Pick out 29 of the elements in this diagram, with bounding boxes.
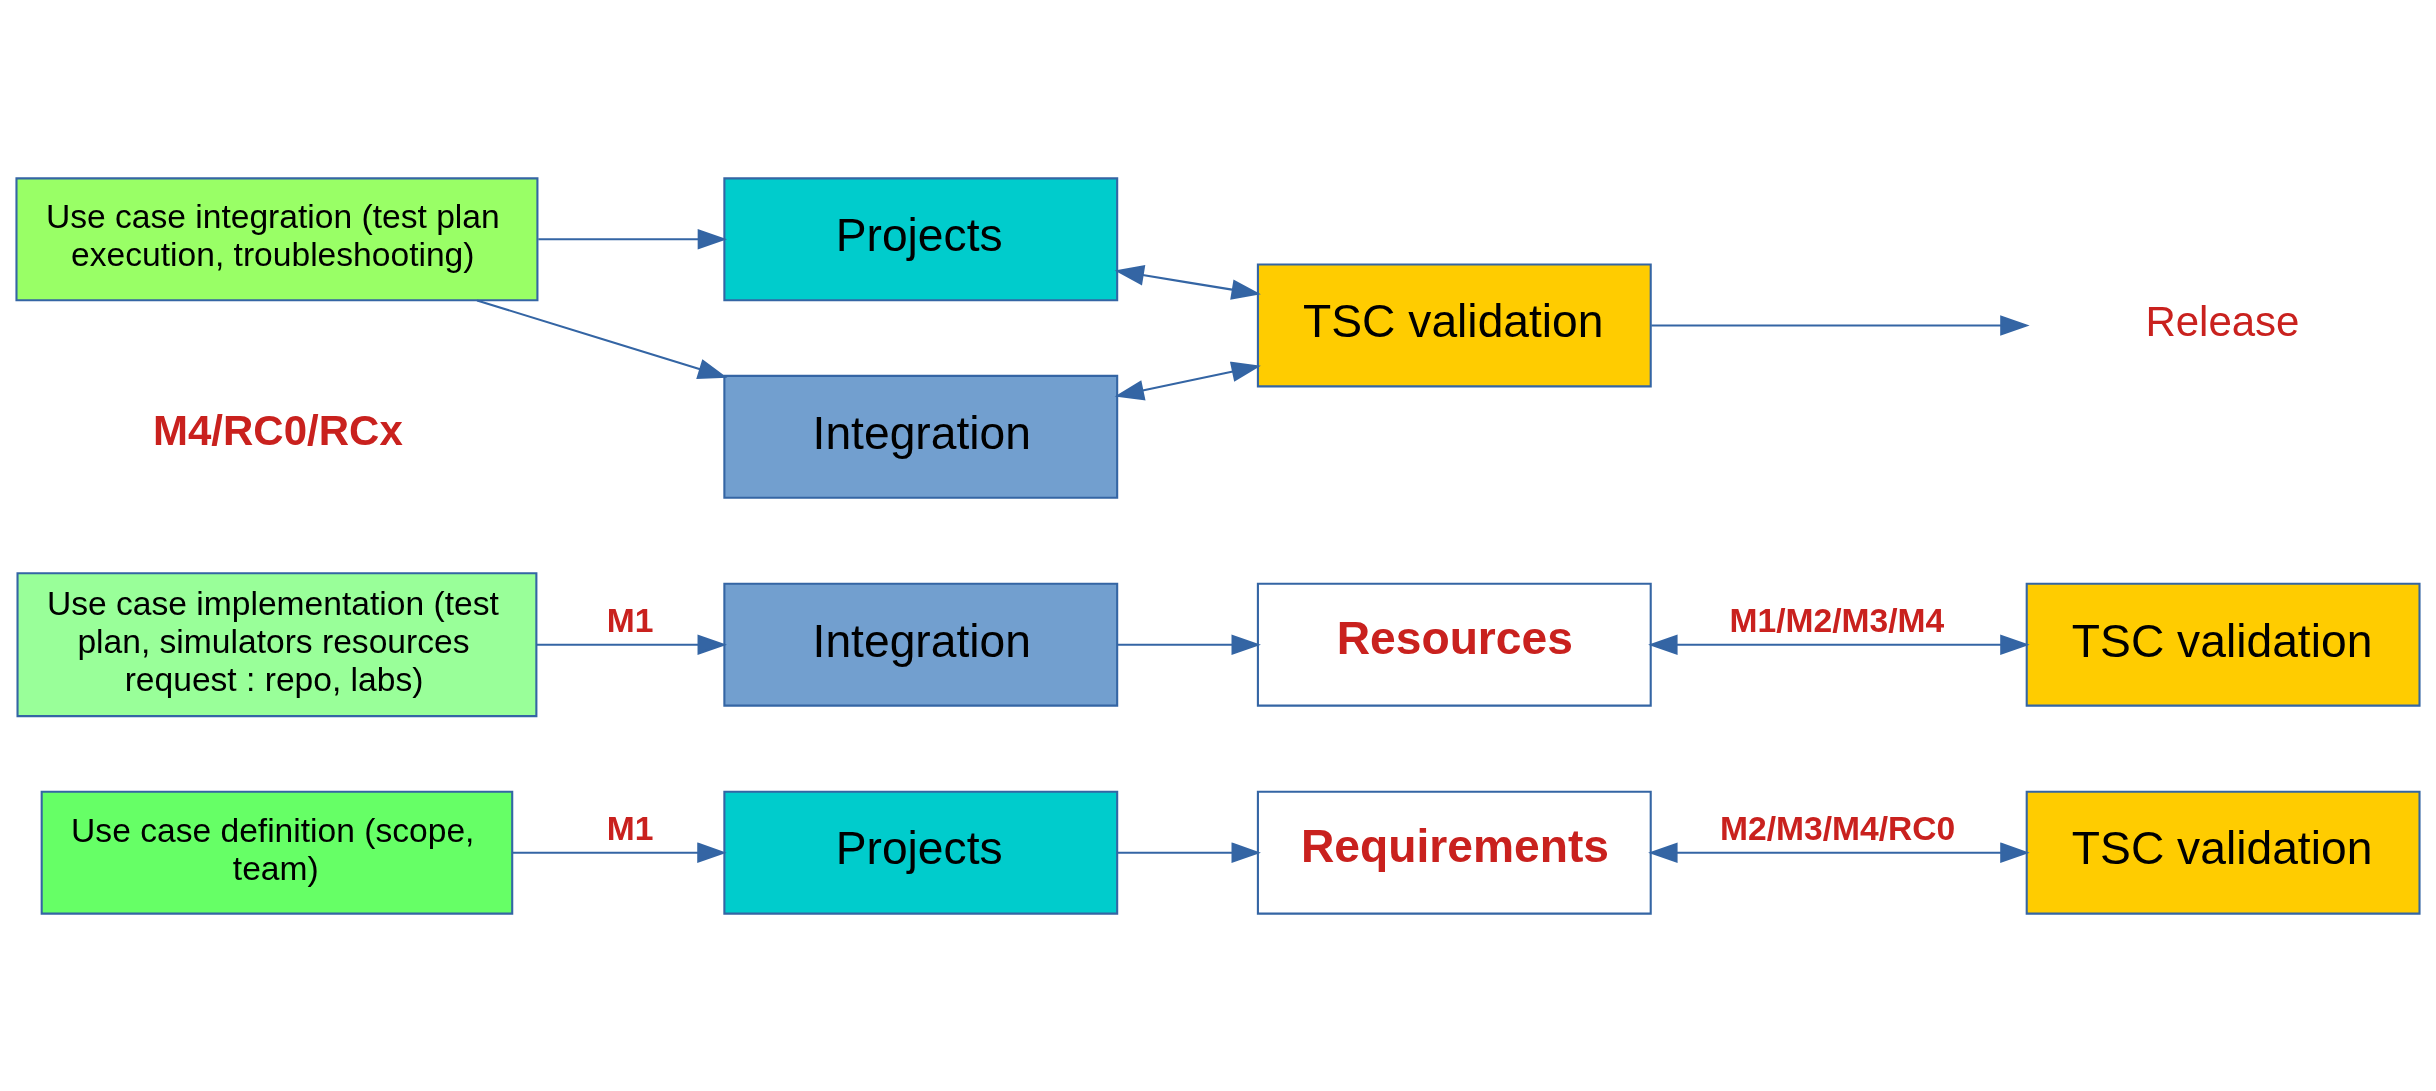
arrow: [1117, 841, 1261, 863]
arrow: [1648, 633, 2030, 655]
edge-label: M2/M3/M4/RC0: [1720, 809, 1956, 847]
label: M4/RC0/RCx: [153, 406, 403, 454]
node-box: Projects: [723, 176, 1119, 301]
arrow: [1114, 361, 1261, 400]
arrow: [1651, 314, 2030, 336]
arrow: [1117, 633, 1261, 655]
arrow: [538, 228, 728, 250]
node-box: TSC validation: [2025, 582, 2421, 707]
node-text: Release: [2145, 297, 2300, 345]
arrow: [1114, 264, 1261, 300]
node-box: Use case definition (scope, team): [40, 790, 514, 915]
arrow: [512, 841, 727, 863]
arrow: [1648, 841, 2030, 863]
node-box: TSC validation: [1256, 262, 1652, 387]
node-box: Resources: [1256, 582, 1652, 707]
node-box: Integration: [723, 582, 1119, 707]
node-box: TSC validation: [2025, 790, 2421, 915]
node-box: Integration: [723, 374, 1119, 499]
node-box: Use case integration (test plan execution, troubleshooting): [15, 176, 539, 301]
arrow: [476, 298, 728, 379]
node-box: Use case implementation (test plan, simulators resources request : repo, labs): [16, 571, 538, 717]
edge-label: M1: [606, 601, 654, 639]
edge-label: M1/M2/M3/M4: [1729, 601, 1945, 639]
node-box: Requirements: [1256, 790, 1652, 915]
node-box: Projects: [723, 790, 1119, 915]
edge-label: M1: [606, 809, 654, 847]
arrow: [536, 633, 727, 655]
